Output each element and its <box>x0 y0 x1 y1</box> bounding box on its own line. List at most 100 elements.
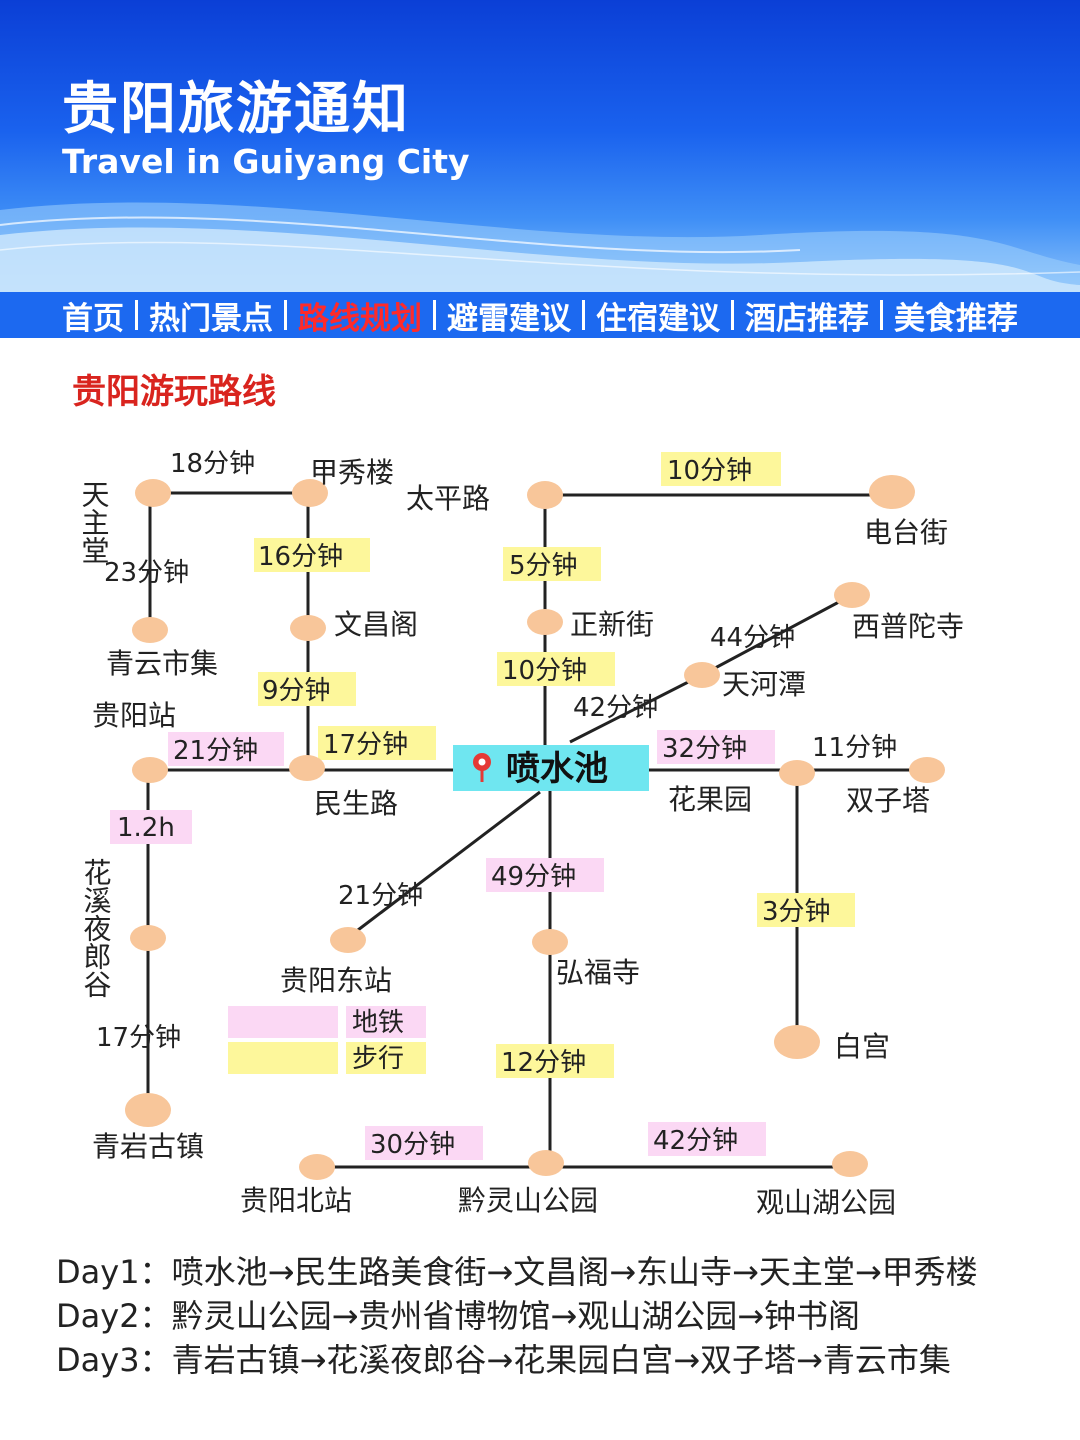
station-label-minshenglu: 民生路 <box>314 787 398 820</box>
nav-item-lodging-tips[interactable]: 住宿建议 <box>596 300 720 337</box>
nav-separator <box>135 300 138 330</box>
metro-time-bg <box>486 858 604 892</box>
time-label: 30分钟 <box>370 1130 455 1160</box>
itinerary-day2: Day2：黔灵山公园→贵州省博物馆→观山湖公园→钟书阁 <box>56 1294 1056 1338</box>
time-label-backgrounds <box>110 452 855 1160</box>
nav-item-home[interactable]: 首页 <box>62 300 124 337</box>
metro-time-bg <box>110 810 192 844</box>
walk-time-bg <box>496 1044 614 1078</box>
time-label: 42分钟 <box>653 1126 738 1156</box>
station-dot[interactable] <box>299 1154 335 1180</box>
legend-metro-label-bg <box>346 1006 426 1038</box>
center-station-label: 喷水池 <box>506 749 608 789</box>
legend-metro-label: 地铁 <box>352 1008 404 1038</box>
time-label: 3分钟 <box>762 897 831 927</box>
walk-time-bg <box>503 547 601 581</box>
station-dot[interactable] <box>528 1150 564 1176</box>
station-dot[interactable] <box>909 757 945 783</box>
nav-item-attractions[interactable]: 热门景点 <box>149 300 273 337</box>
banner-title: 贵阳旅游通知 <box>62 77 410 142</box>
station-label-jiaxiulou: 甲秀楼 <box>310 456 394 489</box>
station-label-diantaijie: 电台街 <box>864 516 948 549</box>
metro-time-bg <box>168 732 284 766</box>
station-dot[interactable] <box>832 1151 868 1177</box>
station-dot[interactable] <box>135 479 171 507</box>
nav-separator <box>880 300 883 330</box>
walk-time-bg <box>497 652 615 686</box>
nav-item-pitfall-tips[interactable]: 避雷建议 <box>447 300 571 337</box>
station-dot[interactable] <box>684 662 720 688</box>
section-title: 贵阳游玩路线 <box>72 372 276 412</box>
station-label-zhengxinjie: 正新街 <box>570 608 654 641</box>
station-label-qingyunshiji: 青云市集 <box>106 647 218 680</box>
time-label: 32分钟 <box>662 734 747 764</box>
station-label-qingyanguzhen: 青岩古镇 <box>92 1130 204 1163</box>
metro-time-bg <box>648 1122 766 1156</box>
header-banner: 贵阳旅游通知 Travel in Guiyang City <box>0 0 1080 292</box>
time-label: 12分钟 <box>501 1048 586 1078</box>
station-dot[interactable] <box>834 582 870 608</box>
time-label: 44分钟 <box>710 623 795 653</box>
station-label-wenchangge: 文昌阁 <box>334 608 418 641</box>
time-label: 21分钟 <box>338 881 423 911</box>
station-dot[interactable] <box>532 929 568 955</box>
itinerary-day1: Day1：喷水池→民生路美食街→文昌阁→东山寺→天主堂→甲秀楼 <box>56 1250 1056 1294</box>
station-dot[interactable] <box>527 609 563 635</box>
metro-time-bg <box>657 730 775 764</box>
station-dot[interactable] <box>290 615 326 641</box>
station-label-hongfusi: 弘福寺 <box>556 956 640 989</box>
day-route: 青岩古镇→花溪夜郎谷→花果园白宫→双子塔→青云市集 <box>171 1341 951 1379</box>
station-label-guiyangdongzhan: 贵阳东站 <box>280 964 392 997</box>
map-legend: 地铁 步行 <box>228 1006 426 1074</box>
nav-item-route-planning[interactable]: 路线规划 <box>298 300 422 337</box>
nav-separator <box>582 300 585 330</box>
legend-walk-swatch <box>228 1042 338 1074</box>
time-label: 1.2h <box>117 813 175 843</box>
time-label: 10分钟 <box>667 456 752 486</box>
itinerary: Day1：喷水池→民生路美食街→文昌阁→东山寺→天主堂→甲秀楼 Day2：黔灵山… <box>56 1250 1056 1382</box>
time-label: 49分钟 <box>491 862 576 892</box>
station-label-guanshanhugongyuan: 观山湖公园 <box>756 1186 896 1219</box>
station-dot[interactable] <box>130 925 166 951</box>
station-dot[interactable] <box>779 760 815 786</box>
station-dot[interactable] <box>132 757 168 783</box>
time-label: 17分钟 <box>323 730 408 760</box>
time-label: 5分钟 <box>509 551 578 581</box>
station-dot[interactable] <box>292 479 328 507</box>
time-label: 16分钟 <box>258 542 343 572</box>
nav-separator <box>731 300 734 330</box>
station-dot[interactable] <box>330 927 366 953</box>
route-line <box>569 673 703 744</box>
legend-metro-swatch <box>228 1006 338 1038</box>
nav-item-food[interactable]: 美食推荐 <box>894 300 1018 337</box>
station-label-huaguoyuan: 花果园 <box>668 783 752 816</box>
stations <box>125 475 945 1180</box>
station-label-baigong: 白宫 <box>834 1030 890 1063</box>
day-route: 喷水池→民生路美食街→文昌阁→东山寺→天主堂→甲秀楼 <box>171 1253 978 1291</box>
day-label: Day3： <box>56 1341 172 1379</box>
time-label: 11分钟 <box>812 733 897 763</box>
route-map: 喷水池 天主堂 甲秀楼 太平路 电台街 青云市集 文昌阁 正新街 西普陀寺 天河… <box>78 449 965 1219</box>
station-label-tianhetan: 天河潭 <box>722 668 806 701</box>
legend-walk-label-bg <box>346 1042 426 1074</box>
walk-time-bg <box>318 726 436 760</box>
day-label: Day2： <box>56 1297 172 1335</box>
time-label: 9分钟 <box>262 676 331 706</box>
time-label: 10分钟 <box>502 656 587 686</box>
nav-item-hotels[interactable]: 酒店推荐 <box>745 300 869 337</box>
station-dot[interactable] <box>774 1025 820 1059</box>
station-dot[interactable] <box>289 755 325 781</box>
station-dot[interactable] <box>132 617 168 643</box>
station-label-xiputuosi: 西普陀寺 <box>852 610 964 643</box>
station-label-guiyangzhan: 贵阳站 <box>92 699 176 732</box>
itinerary-day3: Day3：青岩古镇→花溪夜郎谷→花果园白宫→双子塔→青云市集 <box>56 1338 1056 1382</box>
banner-wave-decoration <box>0 202 1080 292</box>
station-dot[interactable] <box>869 475 915 509</box>
station-label-tianzhutang: 天主堂 <box>78 480 111 564</box>
station-dot[interactable] <box>527 481 563 509</box>
day-route: 黔灵山公园→贵州省博物馆→观山湖公园→钟书阁 <box>171 1297 861 1335</box>
time-labels: 18分钟 10分钟 23分钟 16分钟 5分钟 44分钟 9分钟 10分钟 42… <box>96 449 897 1160</box>
station-dot[interactable] <box>125 1093 171 1127</box>
time-label: 18分钟 <box>170 449 255 479</box>
day-label: Day1： <box>56 1253 172 1291</box>
